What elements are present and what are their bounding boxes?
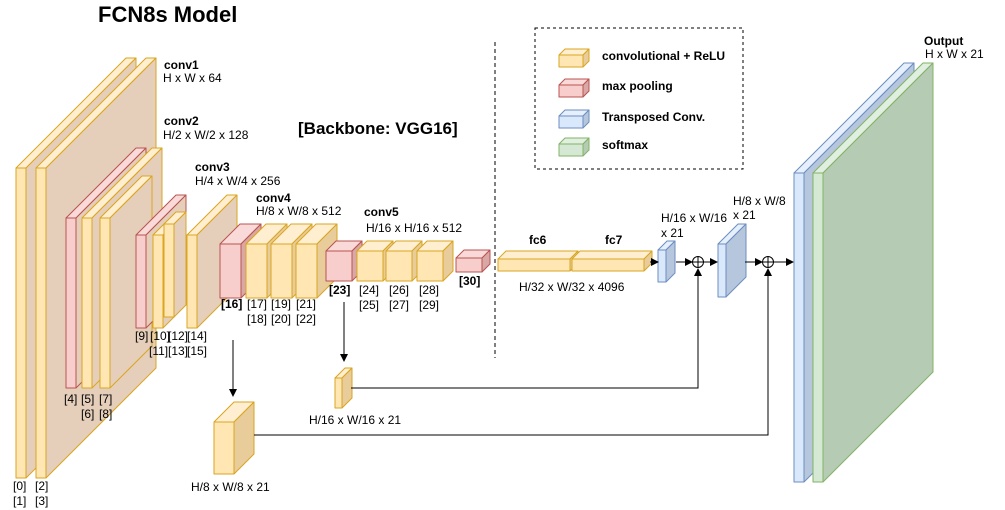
pool3-score-dims: H/8 x W/8 x 21 — [191, 480, 270, 494]
conv1-dims: H x W x 64 — [163, 71, 222, 85]
index-label: [8] — [99, 407, 112, 421]
index-label: [17] — [247, 297, 267, 311]
index-label: [11] — [149, 344, 168, 358]
sum-node-1 — [692, 256, 704, 268]
conv3-label: conv3 — [195, 160, 230, 174]
conv5-dims: H/16 x H/16 x 512 — [366, 221, 462, 235]
fc-dims: H/32 x W/32 x 4096 — [519, 280, 625, 294]
upsample2-dims-line1: H/16 x W/16 — [661, 211, 727, 225]
index-label: [18] — [247, 312, 267, 326]
index-label: [10] — [150, 329, 170, 343]
index-label: [2] — [35, 479, 48, 493]
layer-blocks — [15, 57, 934, 483]
index-label: [15] — [187, 344, 207, 358]
fc7-label: fc7 — [605, 233, 623, 247]
index-label: [0] — [13, 479, 26, 493]
fc6-block — [497, 250, 579, 272]
index-label: [23] — [329, 283, 350, 297]
pool5-layer-30 — [455, 249, 491, 273]
legend-softmax-label: softmax — [602, 138, 648, 152]
index-label: [4] — [64, 392, 77, 406]
conv4-label: conv4 — [256, 191, 291, 205]
conv2-label: conv2 — [164, 114, 199, 128]
index-label: [28] — [419, 283, 439, 297]
sum-node-2 — [762, 256, 774, 268]
legend-softmax-swatch — [558, 137, 590, 157]
index-label: [12] — [168, 329, 188, 343]
index-label: [7] — [99, 392, 112, 406]
backbone-label: [Backbone: VGG16] — [298, 119, 458, 138]
legend-conv-label: convolutional + ReLU — [602, 49, 725, 63]
pool3-score-to-sum2 — [254, 268, 772, 436]
index-label: [13] — [168, 344, 188, 358]
pool4-score-to-sum1 — [351, 268, 702, 389]
index-label: [19] — [271, 297, 291, 311]
legend-tconv-swatch — [558, 109, 590, 129]
conv3-dims: H/4 x W/4 x 256 — [195, 174, 281, 188]
index-label: [26] — [389, 283, 409, 297]
pool4-score-block — [334, 367, 353, 409]
index-label: [27] — [389, 298, 409, 312]
conv5-layer-28 — [416, 240, 454, 282]
conv1-label: conv1 — [164, 58, 199, 72]
index-label: [6] — [81, 407, 94, 421]
index-label: [21] — [296, 297, 316, 311]
upsample4-dims-line2: x 21 — [733, 208, 756, 222]
conv5-label: conv5 — [364, 205, 399, 219]
index-label: [22] — [296, 312, 316, 326]
legend-conv-swatch — [558, 48, 590, 68]
upsample2-dims-line2: x 21 — [661, 226, 684, 240]
index-label: [5] — [81, 392, 94, 406]
upsample2-block — [717, 223, 747, 298]
index-label: [25] — [359, 298, 379, 312]
index-label: [9] — [135, 329, 148, 343]
conv2-dims: H/2 x W/2 x 128 — [163, 128, 249, 142]
index-label: [3] — [35, 494, 48, 508]
index-label: [29] — [419, 298, 439, 312]
output-label: Output — [924, 34, 963, 48]
score-fr-block — [657, 240, 676, 283]
output-dims: H x W x 21 — [925, 47, 984, 61]
pool3-score-block — [213, 401, 255, 475]
legend: convolutional + ReLU max pooling Transpo… — [558, 48, 725, 157]
softmax-output-block — [812, 62, 934, 483]
legend-pool-label: max pooling — [602, 79, 673, 93]
index-label: [16] — [221, 297, 242, 311]
pool4-score-dims: H/16 x W/16 x 21 — [309, 413, 401, 427]
index-label: [1] — [13, 494, 26, 508]
index-label: [30] — [459, 274, 480, 288]
index-label: [20] — [271, 312, 291, 326]
conv4-dims: H/8 x W/8 x 512 — [256, 204, 342, 218]
connections — [229, 258, 794, 436]
index-label: [24] — [359, 283, 379, 297]
legend-tconv-label: Transposed Conv. — [602, 110, 705, 124]
layer-indices: [0] [1] [2] [3] [4] [5] [6] [7] [8] [9] … — [13, 274, 480, 508]
upsample4-dims-line1: H/8 x W/8 — [733, 194, 786, 208]
fc7-block — [571, 250, 653, 272]
fc6-label: fc6 — [529, 233, 547, 247]
legend-pool-swatch — [558, 78, 590, 98]
index-label: [14] — [187, 329, 207, 343]
conv3-layer-12 — [163, 211, 187, 318]
diagram-title: FCN8s Model — [98, 2, 237, 27]
legend-box — [534, 27, 744, 170]
